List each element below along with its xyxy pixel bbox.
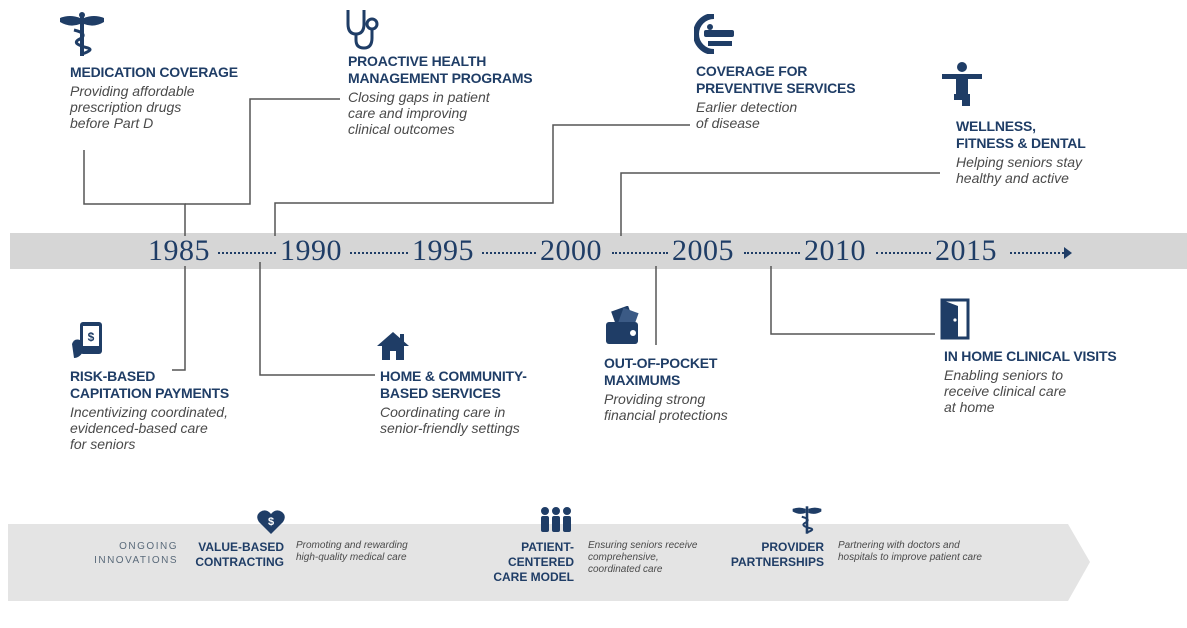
house-icon: [377, 332, 409, 360]
timeline-dots: [218, 252, 276, 254]
year-1990: 1990: [280, 234, 342, 267]
timeline-dots: [350, 252, 408, 254]
event-home-community: HOME & COMMUNITY-BASED SERVICES Coordina…: [380, 368, 527, 436]
connector-inhome: [770, 266, 935, 335]
year-1985: 1985: [148, 234, 210, 267]
event-medication-coverage: MEDICATION COVERAGE Providing affordable…: [70, 64, 238, 131]
fitness-figure-icon: [942, 62, 982, 106]
timeline-dots: [876, 252, 931, 254]
year-1995: 1995: [412, 234, 474, 267]
event-title: WELLNESS,FITNESS & DENTAL: [956, 118, 1086, 151]
year-2000: 2000: [540, 234, 602, 267]
connector-preventive: [274, 124, 690, 236]
ongoing-innovations-band: [8, 524, 1068, 601]
timeline-dots: [1010, 252, 1064, 254]
event-title: IN HOME CLINICAL VISITS: [944, 348, 1117, 364]
event-title: HOME & COMMUNITY-BASED SERVICES: [380, 368, 527, 401]
timeline-arrow-icon: [1064, 247, 1072, 259]
phone-payment-icon: $: [72, 322, 102, 358]
connector-risk: [172, 266, 186, 371]
timeline-band: [10, 233, 1187, 269]
connector-wellness: [620, 172, 940, 236]
year-2015: 2015: [935, 234, 997, 267]
event-in-home-visits: IN HOME CLINICAL VISITS Enabling seniors…: [944, 348, 1117, 415]
stethoscope-icon: [346, 10, 379, 50]
heart-dollar-icon: $: [257, 510, 285, 534]
ongoing-arrow-icon: [1068, 524, 1090, 601]
scanner-icon: [694, 14, 734, 54]
caduceus-icon: [792, 506, 822, 534]
wallet-icon: [606, 306, 639, 344]
timeline-dots: [744, 252, 800, 254]
event-description: Incentivizing coordinated,evidenced-base…: [70, 404, 228, 452]
svg-text:$: $: [268, 516, 274, 528]
timeline-dots: [482, 252, 536, 254]
event-title: MEDICATION COVERAGE: [70, 64, 238, 80]
svg-text:$: $: [88, 330, 95, 344]
door-icon: [940, 298, 970, 340]
event-wellness: WELLNESS,FITNESS & DENTAL Helping senior…: [956, 118, 1086, 186]
timeline-dots: [612, 252, 668, 254]
connector-home: [259, 262, 375, 376]
connector-medication: [83, 150, 186, 236]
people-group-icon: [541, 507, 571, 532]
connector-proactive: [185, 98, 340, 205]
year-2005: 2005: [672, 234, 734, 267]
caduceus-icon: [60, 12, 104, 56]
year-2010: 2010: [804, 234, 866, 267]
